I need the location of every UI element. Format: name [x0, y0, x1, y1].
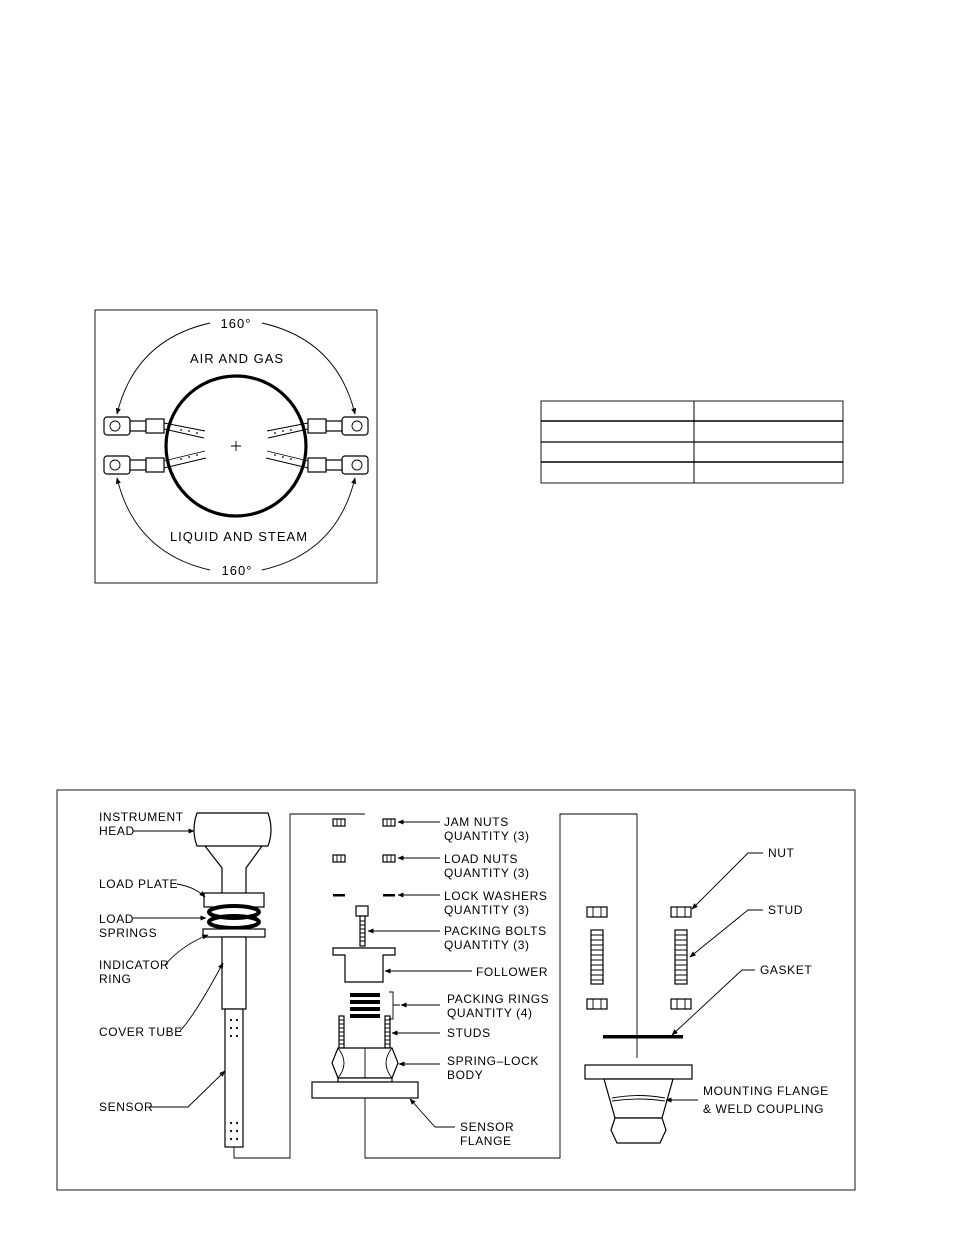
sensor-flange: [311, 1081, 419, 1099]
spring-lock-body: [331, 1047, 399, 1083]
arrow-icon: [409, 1098, 455, 1128]
studs-label: STUDS: [447, 1026, 491, 1040]
head-neck: [204, 845, 263, 895]
packing-rings-label-line2: QUANTITY (4): [447, 1006, 533, 1020]
hex-nut-icon: [382, 818, 396, 827]
bottom-angle-arc-right: [261, 477, 357, 571]
packing-rings-icon: [350, 993, 380, 1018]
arrow-icon: [179, 962, 224, 1032]
top-angle-label: 160°: [221, 316, 252, 331]
indicator-ring-label-line2: RING: [99, 972, 131, 986]
arrow-icon: [689, 909, 763, 958]
bottom-angle-arc-left: [115, 477, 211, 571]
weld-bead: [611, 1095, 666, 1102]
load-plate-label: LOAD PLATE: [99, 877, 178, 891]
jam-nuts-label-line1: JAM NUTS: [444, 815, 509, 829]
packing-bolts-label-line2: QUANTITY (3): [444, 938, 530, 952]
load-nuts-label-line1: LOAD NUTS: [444, 852, 518, 866]
threaded-stud-icon: [384, 1015, 391, 1049]
packing-bolts-label-line1: PACKING BOLTS: [444, 924, 547, 938]
lock-washer: [333, 894, 345, 897]
coupling-tip: [610, 1117, 667, 1144]
sensor-probe-icon: [265, 450, 369, 475]
top-angle-arc-left: [115, 322, 211, 415]
hex-nut-icon: [382, 854, 396, 863]
load-springs-icon: [207, 904, 261, 930]
spring-lock-body-label-line1: SPRING–LOCK: [447, 1054, 539, 1068]
gasket: [603, 1035, 683, 1039]
hex-nut-icon: [332, 818, 346, 827]
lock-washers-label-line2: QUANTITY (3): [444, 903, 530, 917]
threaded-stud-icon: [590, 929, 604, 985]
sensor-flange-label-line1: SENSOR: [460, 1120, 514, 1134]
mounting-flange-label-line1: MOUNTING FLANGE: [703, 1084, 829, 1098]
nut-label: NUT: [768, 846, 795, 860]
mounting-assembly: NUT STUD GASKET MOUNTING FLANGE & WELD C…: [584, 846, 829, 1144]
load-springs-label-line2: SPRINGS: [99, 926, 157, 940]
blank-table: [540, 400, 844, 484]
assembly-figure: INSTRUMENT HEAD LOAD PLATE LOAD SPRINGS …: [56, 789, 856, 1191]
sensor-flange-label-line2: FLANGE: [460, 1134, 512, 1148]
hex-nut-icon: [670, 998, 692, 1010]
jam-nuts-label-line2: QUANTITY (3): [444, 829, 530, 843]
sensor-label: SENSOR: [99, 1100, 153, 1114]
arrow-icon: [176, 883, 206, 898]
pipe-circle-icon: [164, 374, 308, 518]
spring-lock-body-label-line2: BODY: [447, 1068, 483, 1082]
cover-tube: [221, 936, 247, 1010]
sensor-probe-icon: [266, 416, 369, 439]
hex-nut-icon: [586, 906, 608, 918]
bottom-angle-label: 160°: [222, 563, 253, 578]
instrument-head: [193, 812, 272, 847]
packing-rings-label-line1: PACKING RINGS: [447, 992, 549, 1006]
sensor-ports: [229, 1018, 239, 1141]
weld-coupling: [603, 1078, 674, 1119]
mounting-flange: [584, 1064, 693, 1080]
follower-label: FOLLOWER: [476, 965, 548, 979]
arrow-icon: [691, 852, 763, 910]
cover-tube-label: COVER TUBE: [99, 1025, 183, 1039]
threaded-stud-icon: [338, 1015, 345, 1049]
follower: [332, 947, 396, 983]
mounting-flange-label-line2: & WELD COUPLING: [703, 1102, 824, 1116]
center-mark-icon: [231, 441, 241, 451]
lock-washers-label-line1: LOCK WASHERS: [444, 889, 547, 903]
packing-assembly: JAM NUTS QUANTITY (3) LOAD NUTS QUANTITY…: [311, 815, 549, 1148]
arrow-icon: [671, 969, 755, 1036]
sensor-probe-icon: [103, 450, 207, 475]
packing-bolt-icon: [355, 905, 369, 947]
sensor-body: [224, 1008, 244, 1148]
instrument-head-label-line2: HEAD: [99, 824, 135, 838]
liquid-and-steam-label: LIQUID AND STEAM: [170, 529, 308, 544]
orientation-frame: [94, 309, 378, 584]
load-springs-label-line1: LOAD: [99, 912, 134, 926]
assembly-frame: [56, 789, 856, 1191]
connector-line: [233, 813, 638, 1159]
indicator-ring: [202, 928, 266, 938]
sensor-assembly: INSTRUMENT HEAD LOAD PLATE LOAD SPRINGS …: [99, 810, 272, 1148]
stud-label: STUD: [768, 903, 803, 917]
hex-nut-icon: [586, 998, 608, 1010]
indicator-ring-label-line1: INDICATOR: [99, 958, 169, 972]
hex-nut-icon: [332, 854, 346, 863]
hex-nut-icon: [670, 906, 692, 918]
load-nuts-label-line2: QUANTITY (3): [444, 866, 530, 880]
arrow-icon: [164, 934, 209, 966]
gasket-label: GASKET: [760, 963, 812, 977]
packing-rings-bracket: [389, 991, 400, 1020]
lock-washer: [383, 894, 395, 897]
threaded-stud-icon: [674, 929, 688, 985]
air-and-gas-label: AIR AND GAS: [190, 351, 284, 366]
arrow-icon: [150, 1070, 226, 1108]
instrument-head-label-line1: INSTRUMENT: [99, 810, 184, 824]
orientation-figure: 160° AIR AND GAS: [94, 309, 378, 584]
sensor-probe-icon: [103, 416, 206, 439]
top-angle-arc-right: [261, 322, 357, 415]
